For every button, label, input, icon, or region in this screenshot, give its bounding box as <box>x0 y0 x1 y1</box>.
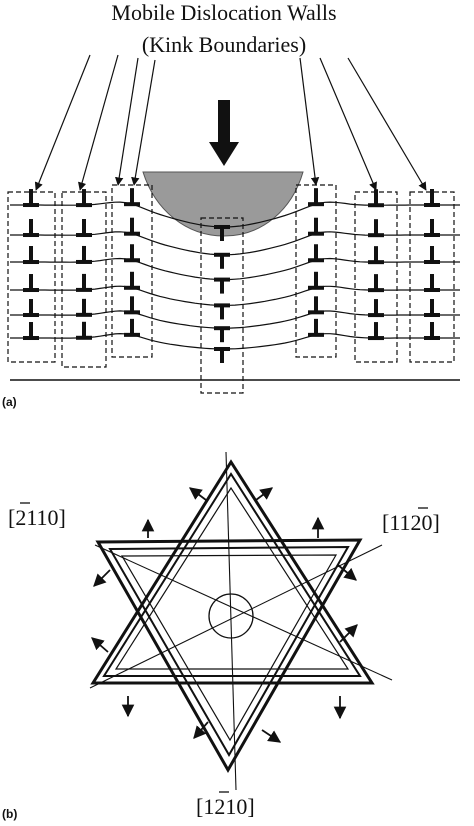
direction-label-bottom: [1210] <box>196 794 255 819</box>
motion-arrow-icon <box>91 637 109 653</box>
dislocation-symbol-icon <box>308 296 324 315</box>
motion-arrow-icon <box>93 569 111 587</box>
center-circle <box>208 593 254 639</box>
dislocation-symbol-icon <box>124 318 140 337</box>
dislocation-symbol-icon <box>368 246 384 265</box>
dislocation-symbol-icon <box>23 274 39 293</box>
downward-triangles <box>95 538 363 774</box>
dislocation-symbol-icon <box>76 219 92 238</box>
panel-a-title-line2: (Kink Boundaries) <box>142 32 306 57</box>
dislocation-symbol-icon <box>124 217 140 236</box>
dislocation-symbol-icon <box>214 224 230 241</box>
dislocation-symbol-icon <box>23 322 39 341</box>
dislocation-symbol-icon <box>124 271 140 290</box>
kink-boundary-boxes <box>7 184 455 394</box>
dislocation-symbol-icon <box>308 318 324 337</box>
panel-a: Mobile Dislocation Walls (Kink Boundarie… <box>2 0 460 409</box>
dislocation-symbols <box>23 188 440 363</box>
panel-b-label: (b) <box>2 807 17 821</box>
dislocation-symbol-icon <box>76 298 92 317</box>
dislocation-symbol-icon <box>368 219 384 238</box>
dislocation-symbol-icon <box>23 246 39 265</box>
motion-arrow-icon <box>188 487 207 501</box>
dislocation-symbol-icon <box>124 188 140 207</box>
dislocation-symbol-icon <box>424 219 440 238</box>
dislocation-symbol-icon <box>214 277 230 294</box>
motion-arrow-icon <box>337 564 357 581</box>
dislocation-symbol-icon <box>76 321 92 340</box>
panel-b: [2110] [1120] [1210] (b) <box>2 451 440 821</box>
dislocation-symbol-icon <box>23 299 39 318</box>
motion-arrow-icon <box>193 721 209 739</box>
indenter <box>142 171 304 237</box>
dislocation-symbol-icon <box>76 245 92 264</box>
motion-arrow-icon <box>261 729 282 743</box>
motion-arrow-icon <box>255 487 274 501</box>
dislocation-symbol-icon <box>76 189 92 208</box>
dislocation-symbol-icon <box>424 322 440 341</box>
dislocation-symbol-icon <box>368 274 384 293</box>
panel-a-title-line1: Mobile Dislocation Walls <box>111 0 336 25</box>
dislocation-symbol-icon <box>368 322 384 341</box>
dislocation-symbol-icon <box>424 274 440 293</box>
dislocation-symbol-icon <box>124 296 140 315</box>
leader-arrows <box>34 54 427 191</box>
direction-label-upper-left: [2110] <box>8 505 66 530</box>
dislocation-symbol-icon <box>368 299 384 318</box>
dislocation-symbol-icon <box>308 217 324 236</box>
dislocation-symbol-icon <box>424 246 440 265</box>
dislocation-symbol-icon <box>214 303 230 320</box>
dislocation-symbol-icon <box>214 326 230 343</box>
upward-triangles <box>90 459 375 685</box>
load-arrow-icon <box>209 100 239 166</box>
direction-label-upper-right: [1120] <box>382 510 440 535</box>
dislocation-symbol-icon <box>308 244 324 263</box>
motion-arrows <box>91 487 358 743</box>
dislocation-symbol-icon <box>124 244 140 263</box>
motion-arrow-icon <box>339 624 358 643</box>
dislocation-symbol-icon <box>23 189 39 208</box>
dislocation-symbol-icon <box>23 219 39 238</box>
dislocation-symbol-icon <box>308 188 324 207</box>
dislocation-symbol-icon <box>214 252 230 269</box>
dislocation-symbol-icon <box>76 273 92 292</box>
dislocation-symbol-icon <box>424 299 440 318</box>
dislocation-symbol-icon <box>368 189 384 208</box>
dislocation-symbol-icon <box>308 271 324 290</box>
dislocation-symbol-icon <box>424 189 440 208</box>
dislocation-symbol-icon <box>214 346 230 363</box>
crystal-axes <box>89 451 393 791</box>
panel-a-label: (a) <box>2 395 17 409</box>
